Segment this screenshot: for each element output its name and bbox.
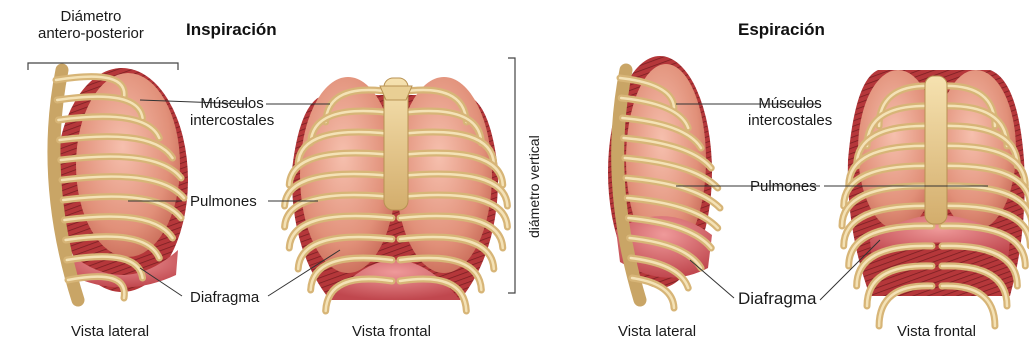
expiration-muscles-line1: Músculos xyxy=(748,95,832,112)
expiration-frontal-ribcage xyxy=(842,70,1029,326)
inspiration-lungs-label: Pulmones xyxy=(190,193,257,210)
inspiration-frontal-view-label: Vista frontal xyxy=(352,323,431,340)
expiration-diaphragm-label: Diafragma xyxy=(738,290,816,307)
ap-diameter-line1: Diámetro xyxy=(38,8,144,25)
inspiration-title: Inspiración xyxy=(186,20,277,40)
expiration-muscles-label: Músculos intercostales xyxy=(748,95,832,129)
inspiration-lateral-view-label: Vista lateral xyxy=(71,323,149,340)
expiration-frontal-view-label: Vista frontal xyxy=(897,323,976,340)
inspiration-frontal-ribcage xyxy=(285,77,508,311)
expiration-muscles-line2: intercostales xyxy=(748,112,832,129)
inspiration-lateral-ribcage xyxy=(54,68,188,300)
vertical-diameter-bracket xyxy=(508,58,515,293)
expiration-lateral-view-label: Vista lateral xyxy=(618,323,696,340)
vertical-diameter-label: diámetro vertical xyxy=(526,135,542,238)
expiration-title: Espiración xyxy=(738,20,825,40)
expiration-lungs-label: Pulmones xyxy=(750,178,817,195)
inspiration-muscles-line2: intercostales xyxy=(190,112,274,129)
ap-diameter-label: Diámetro antero-posterior xyxy=(38,8,144,42)
inspiration-diaphragm-label: Diafragma xyxy=(190,289,259,306)
expiration-lateral-ribcage xyxy=(608,56,720,308)
ap-diameter-bracket xyxy=(28,63,178,70)
inspiration-muscles-line1: Músculos xyxy=(190,95,274,112)
ap-diameter-line2: antero-posterior xyxy=(38,25,144,42)
inspiration-muscles-label: Músculos intercostales xyxy=(190,95,274,129)
